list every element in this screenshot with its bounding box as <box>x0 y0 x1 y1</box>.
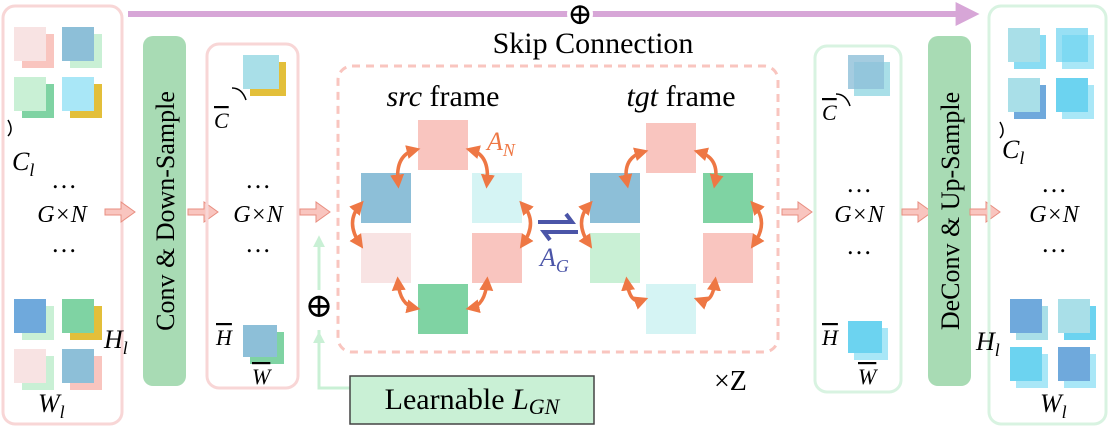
src-square-lower-left <box>361 233 411 283</box>
out-dots-top: … <box>846 169 872 198</box>
src-square-top <box>418 120 468 170</box>
final-gn-label: G×N <box>1029 202 1081 228</box>
up-sample-block <box>928 36 971 386</box>
tgt-neighbor-arrows <box>578 147 765 310</box>
arrow-out-to-up <box>901 201 933 223</box>
input-squares-top <box>14 27 102 118</box>
mid-stack-panel <box>205 42 300 390</box>
input-c-label: Cl <box>12 147 34 180</box>
out-c-label: C <box>822 100 837 125</box>
skip-connection-label: Skip Connection <box>493 27 694 60</box>
tgt-square-bottom <box>646 284 696 334</box>
mid-c-label: C <box>214 108 229 133</box>
final-w-label: Wl <box>1040 389 1067 422</box>
tgt-square-top <box>646 123 696 173</box>
input-h-label: Hl <box>103 325 128 358</box>
arrow-loop-to-out <box>781 201 813 223</box>
out-gn-label: G×N <box>834 202 886 228</box>
mid-dots-top: … <box>245 165 271 194</box>
src-square-bottom <box>418 284 468 334</box>
down-sample-label: Conv & Down-Sample <box>151 91 180 331</box>
out-dots-bottom: … <box>846 231 872 260</box>
skip-plus-symbol: ⊕ <box>567 0 592 31</box>
arrow-mid-to-loop <box>299 201 331 223</box>
arrow-down-to-mid <box>187 201 219 223</box>
input-gn-label: G×N <box>37 202 89 228</box>
mid-h-label: H <box>215 325 233 350</box>
a-n-label: AN <box>485 127 516 160</box>
tgt-square-right <box>703 173 753 223</box>
final-dots-bottom: … <box>1041 229 1067 258</box>
final-stack-panel <box>987 4 1108 426</box>
input-squares-bottom <box>14 299 102 390</box>
tgt-square-lower-left <box>590 233 640 283</box>
loop-box <box>336 64 780 354</box>
tgt-square-lower-right <box>703 233 753 283</box>
up-sample-label: DeConv & Up-Sample <box>936 92 965 330</box>
input-dots-top: … <box>51 165 77 194</box>
down-sample-block <box>143 36 186 386</box>
learnable-label: Learnable LGN <box>385 383 561 419</box>
src-neighbor-arrows <box>349 145 534 314</box>
out-h-label: H <box>821 325 839 350</box>
src-square-right <box>472 173 522 223</box>
final-dots-top: … <box>1041 169 1067 198</box>
arrow-up-to-final <box>969 201 1001 223</box>
mid-gn-label: G×N <box>233 202 285 228</box>
loop-times-label: ×Z <box>714 366 747 397</box>
final-c-label: Cl <box>1002 135 1024 168</box>
a-g-label: AG <box>538 243 569 276</box>
out-stack-panel <box>813 44 903 394</box>
mid-w-label: W <box>252 364 272 389</box>
src-square-left <box>361 173 411 223</box>
src-square-lower-right <box>472 233 522 283</box>
final-h-label: Hl <box>975 327 1000 360</box>
a-g-arrow <box>538 212 578 242</box>
mid-dots-bottom: … <box>245 229 271 258</box>
out-w-label: W <box>858 364 878 389</box>
tgt-square-left <box>590 173 640 223</box>
input-dots-bottom: … <box>51 229 77 258</box>
tgt-frame-label: tgt frame <box>626 80 735 113</box>
input-w-label: Wl <box>38 389 65 422</box>
learnable-plus-symbol: ⊕ <box>305 288 334 325</box>
arrow-input-to-down <box>104 201 136 223</box>
final-squares-bottom <box>1010 299 1096 388</box>
src-frame-label: src frame <box>386 80 499 113</box>
learnable-box <box>349 375 595 425</box>
final-squares-top <box>1008 28 1094 119</box>
